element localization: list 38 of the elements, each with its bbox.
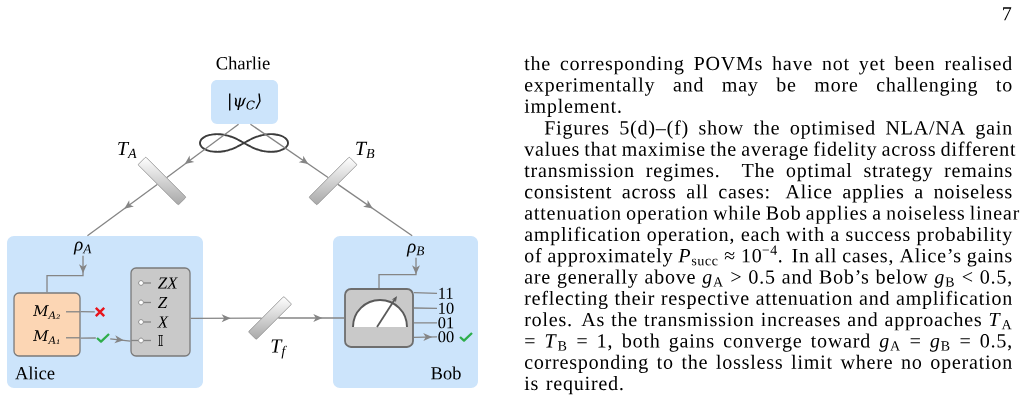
state-label: ρ$_{B}$ xyxy=(406,243,425,257)
splitter-label: T$_{A}$ xyxy=(118,141,137,159)
arrow xyxy=(249,123,329,179)
node-label: Z xyxy=(157,296,168,309)
heading: Charlie xyxy=(216,56,270,70)
page-number: 7 xyxy=(1003,7,1012,21)
outcome-label: 00 xyxy=(438,331,454,343)
connector-line xyxy=(413,322,438,324)
arrow xyxy=(413,333,438,342)
arrow xyxy=(46,255,87,293)
connector-line xyxy=(413,292,438,294)
state-label: ρ$_{A}$ xyxy=(73,241,92,255)
check-icon xyxy=(96,333,110,343)
splitter-label: T$_{B}$ xyxy=(356,141,375,159)
outcome-label: 10 xyxy=(439,302,454,314)
node-label: 𝕀 xyxy=(158,335,163,346)
arrow xyxy=(378,257,420,289)
connector-line xyxy=(80,310,96,313)
meter-icon xyxy=(344,288,414,348)
arrow xyxy=(337,183,413,237)
connector-line xyxy=(80,337,97,339)
measurement-box: M$_{A₂}$ M$_{A₁}$ xyxy=(13,292,81,357)
connector-line xyxy=(413,307,438,309)
arrow xyxy=(86,183,158,237)
splitter-label: T$_{f}$ xyxy=(271,339,287,359)
state-box: |ψ$_{C}$⟩ xyxy=(199,80,289,153)
arrow xyxy=(109,335,131,344)
paragraph: the corresponding POVMs have not yet been realised experimentally and may be more challenging to implement. xyxy=(524,56,1012,117)
node-label: X xyxy=(157,316,169,328)
arrow xyxy=(277,314,345,322)
node-label: ZX xyxy=(157,277,179,289)
arrow xyxy=(190,314,263,323)
outcome-label: 01 xyxy=(438,317,454,329)
cross-icon xyxy=(94,306,106,318)
outcome-label: 11 xyxy=(439,287,453,299)
paragraph: Figures 5(d)–(f) show the optimised NLA/NA gain values that maximise the average fidelity across different transmission regimes. The optimal strategy remains consistent across all cases: Alice applies a noiseless attenuation operation while Bob applies a noiseless linear amplification operation, each with a success probability of approximately P$_{succ}$ ≈ 10$^{−4}$. In all cases, Alice’s gains are generally above g$_{A}$ > 0.5 and Bob’s below g$_{B}$ < 0.5, reflecting their respective attenuation and amplification roles. As the transmission increases and approaches T$_{A}$ = T$_{B}$ = 1, both gains converge toward g$_{A}$ = g$_{B}$ = 0.5, corresponding to the lossless limit where no operation is required. xyxy=(524,120,1020,395)
arrow xyxy=(166,123,240,179)
operation-box: ZX Z X 𝕀 xyxy=(130,267,191,357)
